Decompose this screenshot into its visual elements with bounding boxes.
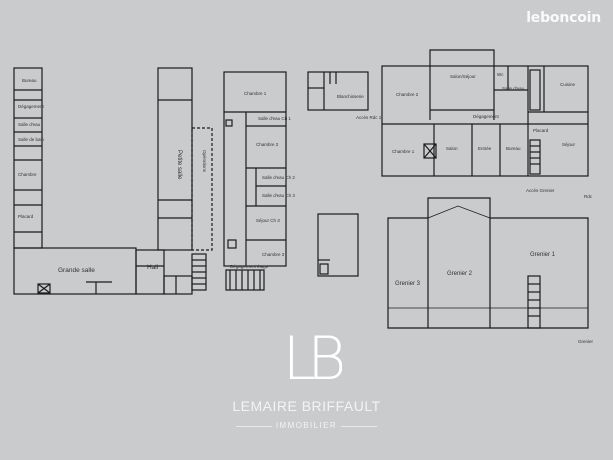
label-wc: Wc (497, 72, 504, 77)
main-house-outline (381, 65, 589, 177)
label-acces-rdc: Accès Rdc 1 (356, 115, 382, 120)
label-sde-ch2: Salle d'eau Ch 2 (262, 175, 295, 180)
label-level-grenier: Grenier (578, 339, 594, 344)
label-degagement-etage: Dégagement étage (230, 264, 269, 269)
label-salle-bain: Salle de bain (18, 137, 45, 142)
label-placard-house: Placard (533, 128, 549, 133)
label-sejour-ch3: Séjour Ch 3 (256, 218, 280, 223)
subtitle-rule-left (236, 426, 272, 427)
label-sejour: Séjour (562, 142, 576, 147)
label-sde-ch3: Salle d'eau Ch 3 (262, 193, 295, 198)
attic-plan (387, 197, 589, 329)
middle-building-outline (223, 71, 287, 267)
label-bureau-house: Bureau (506, 146, 521, 151)
label-chambre-2-house: Chambre 2 (396, 92, 419, 97)
operations-annex (191, 127, 213, 251)
agency-name: LEMAIRE BRIFFAULT (232, 398, 381, 414)
leboncoin-watermark: leboncoin (526, 10, 601, 26)
label-blanchisserie: Blanchisserie (337, 94, 364, 99)
label-grenier-1: Grenier 1 (530, 252, 556, 258)
middle-stair (225, 269, 265, 291)
accessory-plan (317, 213, 359, 277)
label-degagement: Dégagement (18, 104, 45, 109)
label-salle-eau: Salle d'eau (18, 122, 41, 127)
label-petite-salle: Petite salle (176, 150, 182, 180)
label-grenier-3: Grenier 3 (395, 281, 421, 287)
label-entree: Entrée (478, 146, 492, 151)
label-placard: Placard (18, 214, 34, 219)
label-salle-eau-house: Salle d'eau (502, 86, 525, 91)
label-bureau: Bureau (22, 78, 37, 83)
main-house-plan (381, 49, 589, 177)
label-salon: Salon (446, 146, 458, 151)
accessory-outline (317, 213, 359, 277)
label-chambre: Chambre (18, 172, 37, 177)
left-building-plan (13, 67, 213, 295)
label-grande-salle: Grande salle (58, 267, 95, 274)
label-acces-grenier: Accès Grenier (526, 188, 555, 193)
hall-outline (135, 249, 165, 295)
label-operations: Opérations (202, 150, 207, 173)
label-cuisine: Cuisine (560, 82, 576, 87)
label-chambre-3-mid: Chambre 3 (262, 252, 285, 257)
middle-building-plan (223, 71, 287, 291)
agency-subtitle: IMMOBILIER (275, 421, 338, 430)
label-chambre-2-mid: Chambre 2 (256, 142, 279, 147)
small-building-outline (307, 71, 369, 111)
petite-salle-outline (157, 67, 193, 251)
label-chambre-1-mid: Chambre 1 (244, 91, 267, 96)
label-level-rdc: Rdc (584, 194, 593, 199)
agency-monogram: LB (283, 324, 342, 384)
agency-logo: LB (283, 324, 342, 384)
subtitle-rule-right (341, 426, 377, 427)
label-hall: Hall (147, 264, 159, 271)
left-wing-outline (13, 67, 43, 249)
small-building-plan (307, 71, 369, 111)
label-chambre-1-house: Chambre 1 (392, 149, 415, 154)
stair-block (37, 283, 51, 294)
label-sde-ch1: Salle d'eau Ch 1 (258, 116, 291, 121)
label-grenier-2: Grenier 2 (447, 271, 473, 277)
label-degagement-house: Dégagement (473, 114, 500, 119)
label-salon-sejour: Salon/Séjour (450, 74, 476, 79)
